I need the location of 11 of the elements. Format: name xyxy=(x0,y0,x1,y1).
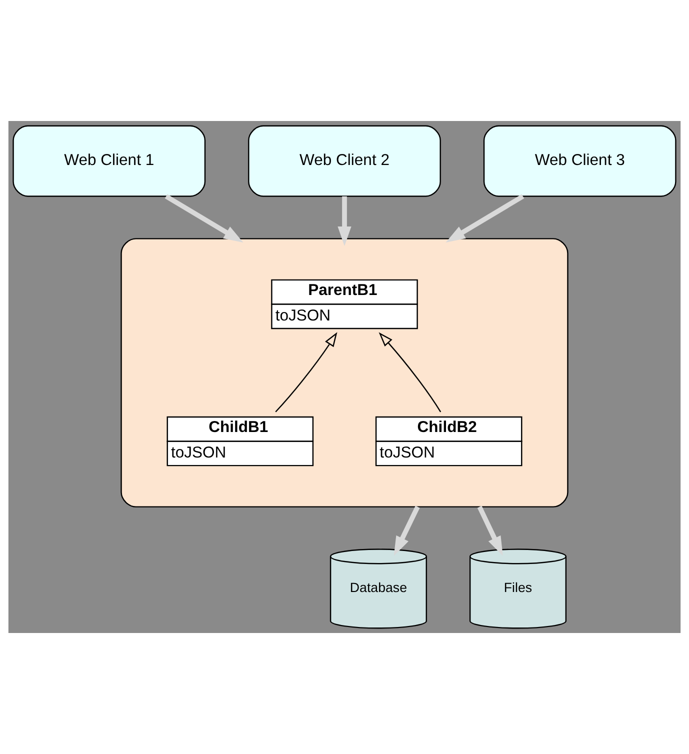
arrow xyxy=(446,194,524,242)
cluster xyxy=(120,238,568,508)
arrow xyxy=(164,194,244,242)
arrow xyxy=(275,332,338,412)
node-box: Web Client 2 xyxy=(248,125,441,197)
arrow xyxy=(338,196,352,246)
node-box: Web Client 3 xyxy=(483,125,676,197)
node-box: Web Client 1 xyxy=(12,125,206,197)
arrow xyxy=(477,506,503,556)
arrow xyxy=(394,506,420,556)
arrow xyxy=(378,332,442,412)
